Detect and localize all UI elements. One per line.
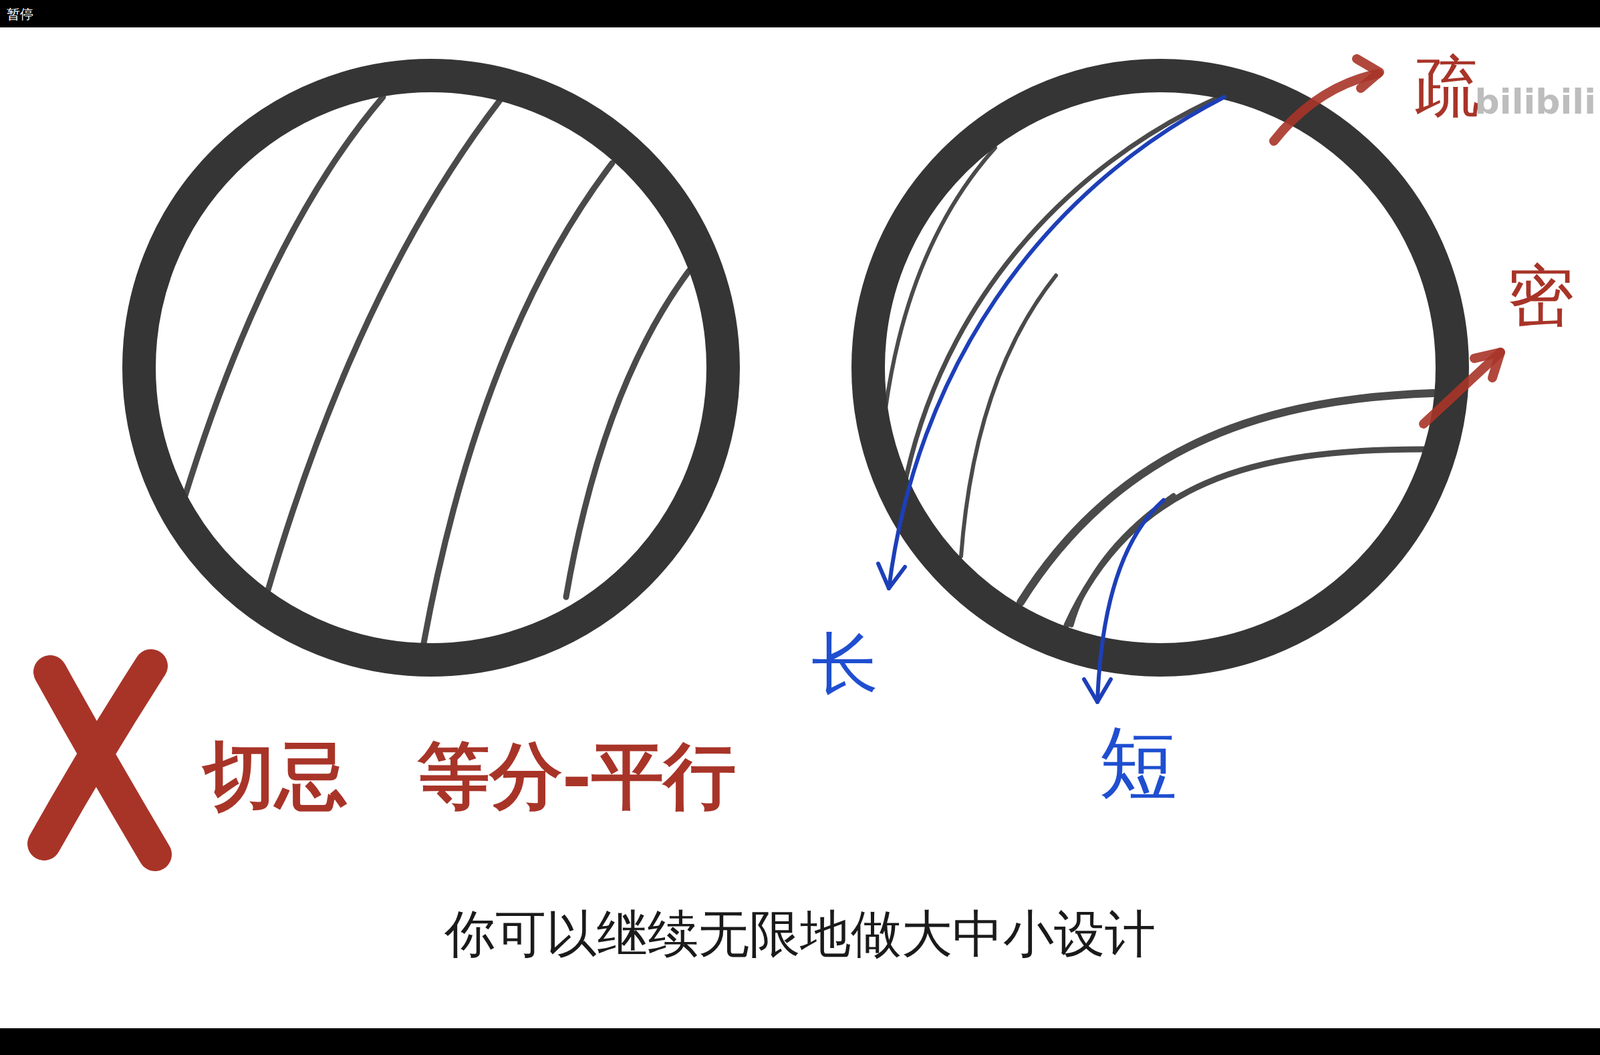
hair-stroke	[423, 163, 613, 643]
cross-mark	[44, 665, 156, 855]
arrow-head	[1474, 352, 1501, 378]
parallel-strokes	[183, 96, 690, 643]
annotation: 密	[1507, 259, 1574, 333]
hair-stroke	[1066, 449, 1424, 625]
frame-circle	[139, 75, 724, 660]
cross-stroke	[44, 665, 152, 844]
short-arrow	[1097, 499, 1164, 702]
watermark: bilibili	[1475, 82, 1596, 121]
status-text: 暂停	[6, 6, 34, 22]
hair-stroke	[961, 275, 1056, 557]
blue-arrows	[878, 96, 1225, 702]
frame-circle	[868, 75, 1453, 660]
arrow-head	[1084, 679, 1111, 702]
dense-arrow	[1423, 352, 1501, 424]
warning-text: 切忌	[203, 735, 348, 816]
annotation: 长	[811, 626, 879, 701]
subtitle: 你可以继续无限地做大中小设计	[444, 905, 1156, 962]
arrow-head	[1356, 58, 1380, 89]
long-arrow	[888, 96, 1225, 589]
annotation: 短	[1098, 719, 1178, 807]
bottom-bar	[0, 1027, 1600, 1055]
warning-text: 等分-平行	[417, 735, 737, 816]
annotation: 疏	[1413, 50, 1481, 124]
hair-stroke	[267, 100, 500, 593]
top-bar	[0, 0, 1600, 28]
varied-strokes	[885, 96, 1434, 625]
arrow-head	[878, 563, 905, 589]
